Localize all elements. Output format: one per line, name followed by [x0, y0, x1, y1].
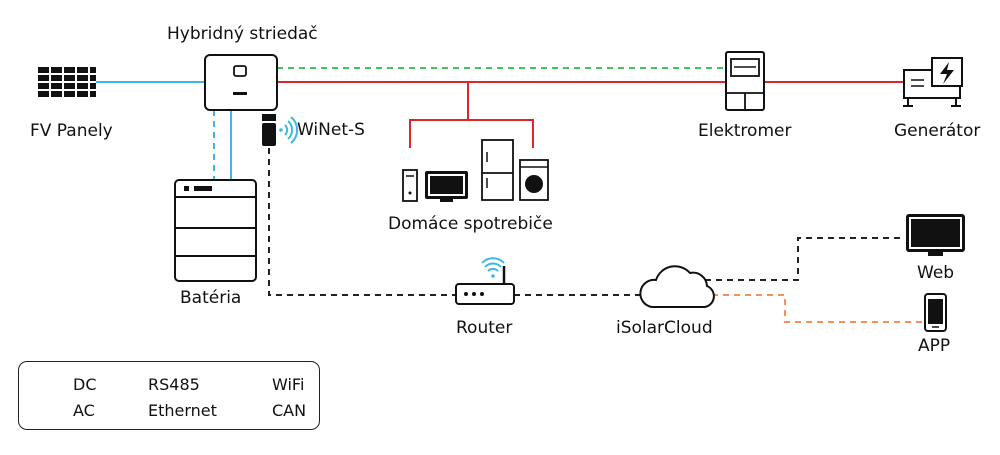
router-wifi-icon: [481, 257, 505, 278]
app-line-cloud-app: [712, 294, 925, 323]
inverter-icon: [204, 54, 278, 111]
meter-icon: [725, 51, 765, 111]
smartphone-icon: [924, 293, 947, 332]
inverter-label: Hybridný striedač: [167, 24, 318, 44]
legend-ac-label: AC: [73, 401, 95, 420]
pv-label: FV Panely: [30, 121, 113, 141]
washing-machine-icon: [519, 159, 549, 201]
fridge-icon: [481, 139, 514, 201]
cloud-label: iSolarCloud: [616, 318, 713, 338]
battery-icon: [174, 179, 257, 282]
generator-icon: [903, 57, 963, 107]
legend-ethernet-label: Ethernet: [148, 401, 217, 420]
monitor-icon: [906, 214, 965, 256]
meter-label: Elektromer: [698, 121, 792, 141]
ac-line-appliances: [409, 81, 534, 148]
router-label: Router: [456, 318, 513, 338]
legend: [18, 361, 320, 430]
legend-wifi-label: WiFi: [272, 375, 305, 394]
winet-dongle-icon: [262, 114, 276, 146]
web-label: Web: [917, 263, 955, 283]
legend-dc-label: DC: [73, 375, 97, 394]
pc-tower-icon: [402, 169, 418, 202]
tv-icon: [425, 171, 468, 202]
app-label: APP: [918, 336, 951, 356]
ethernet-line-cloud-web: [705, 237, 905, 281]
wifi-signal-icon: [279, 116, 298, 144]
cloud-icon: [639, 265, 715, 308]
appliances-label: Domáce spotrebiče: [388, 214, 553, 234]
ethernet-line-winet-router: [268, 148, 456, 296]
legend-rs485-label: RS485: [148, 375, 200, 394]
legend-can-label: CAN: [272, 401, 307, 420]
battery-label: Batéria: [180, 288, 242, 308]
pv-panel-icon: [38, 67, 96, 97]
wifi-module-label: WiNet-S: [297, 120, 365, 140]
router-icon: [455, 266, 515, 305]
generator-label: Generátor: [894, 121, 981, 141]
